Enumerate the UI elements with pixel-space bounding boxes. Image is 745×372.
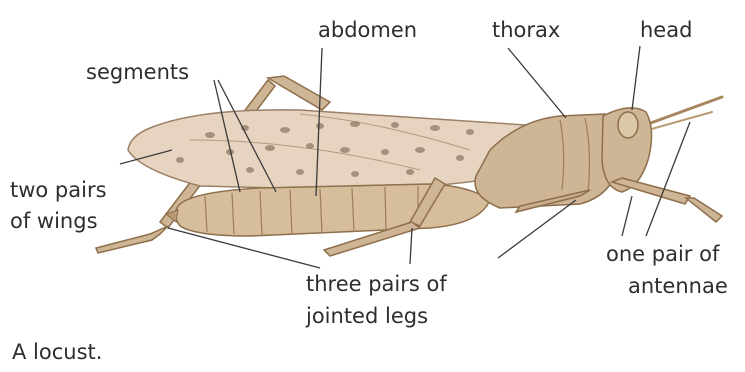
label-antennae-line1: one pair of — [606, 242, 719, 266]
compound-eye — [618, 112, 638, 138]
leader-legs-b — [410, 228, 412, 264]
label-wings-line2: of wings — [10, 209, 98, 233]
label-segments: segments — [86, 60, 189, 84]
leader-head — [632, 46, 640, 110]
abdomen-body — [166, 184, 490, 236]
label-antennae-line2: antennae — [628, 274, 728, 298]
leader-antennae-a — [622, 196, 632, 236]
label-head: head — [640, 18, 692, 42]
label-abdomen: abdomen — [318, 18, 417, 42]
label-wings-line1: two pairs — [10, 178, 107, 202]
leader-antennae-b — [646, 122, 690, 236]
leader-thorax — [508, 48, 566, 118]
front-leg — [612, 178, 722, 222]
label-legs-line2: jointed legs — [306, 304, 428, 328]
label-thorax: thorax — [492, 18, 560, 42]
label-legs-line1: three pairs of — [306, 272, 447, 296]
leader-legs-c — [498, 200, 576, 258]
figure-caption: A locust. — [12, 340, 102, 364]
